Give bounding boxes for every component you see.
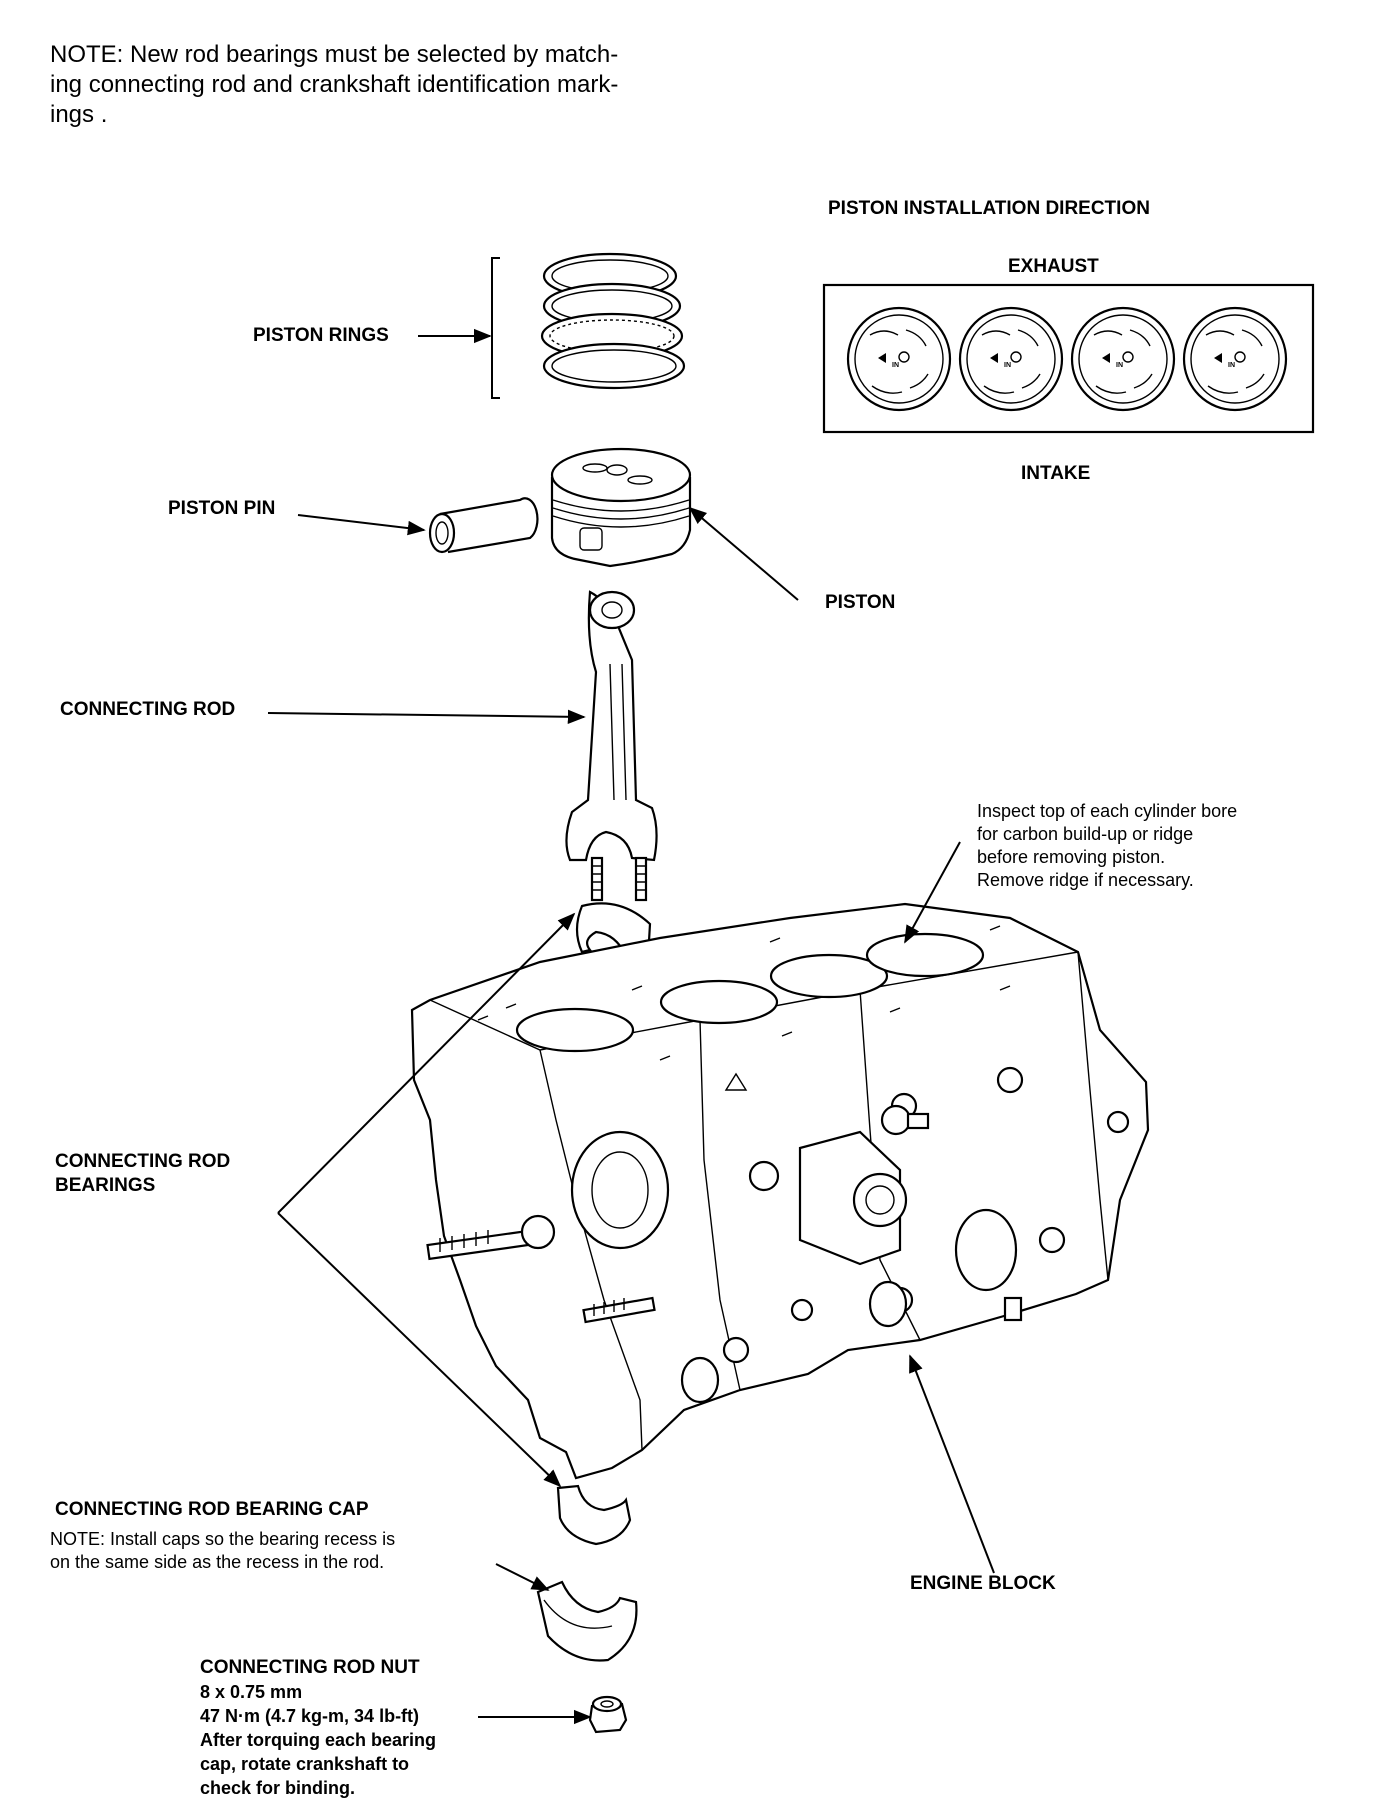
connecting-rod-bearings-label: CONNECTING ROD BEARINGS <box>55 1151 231 1196</box>
rod-nut-detail: 8 x 0.75 mm 47 N·m (4.7 kg-m, 34 lb-ft) … <box>200 1682 437 1798</box>
bearing-cap-label: CONNECTING ROD BEARING CAP <box>55 1499 369 1520</box>
intake-label: INTAKE <box>1021 463 1091 484</box>
piston-pin-illustration <box>428 497 539 554</box>
piston-direction-box <box>822 283 1315 434</box>
bearing-cap-illustration <box>536 1580 638 1662</box>
piston-rings-label: PISTON RINGS <box>253 325 389 346</box>
piston-top-view-4 <box>1182 306 1288 412</box>
lower-rod-bearing-illustration <box>556 1484 632 1546</box>
engine-block-label: ENGINE BLOCK <box>910 1573 1056 1594</box>
piston-mark-4: IN <box>1228 362 1235 369</box>
rod-nut-title: CONNECTING ROD NUT <box>200 1657 420 1678</box>
piston-mark-3: IN <box>1116 362 1123 369</box>
rod-nut-illustration <box>588 1695 628 1734</box>
piston-installation-direction-heading: PISTON INSTALLATION DIRECTION <box>828 198 1150 219</box>
piston-pin-label: PISTON PIN <box>168 498 276 519</box>
piston-label: PISTON <box>825 592 896 613</box>
piston-illustration <box>550 447 692 568</box>
top-note: NOTE: New rod bearings must be selected … <box>50 41 619 128</box>
piston-top-view-2 <box>958 306 1064 412</box>
connecting-rod-label: CONNECTING ROD <box>60 699 236 720</box>
piston-mark-1: IN <box>892 362 899 369</box>
inspect-bore-note: Inspect top of each cylinder bore for ca… <box>977 801 1238 890</box>
bearing-cap-note: NOTE: Install caps so the bearing recess… <box>50 1529 396 1572</box>
leader-lines <box>267 328 995 1725</box>
engine-block-illustration <box>410 902 1150 1480</box>
piston-mark-2: IN <box>1004 362 1011 369</box>
piston-top-view-1 <box>846 306 952 412</box>
piston-rings-illustration <box>491 252 686 399</box>
piston-top-view-3 <box>1070 306 1176 412</box>
exhaust-label: EXHAUST <box>1008 256 1099 277</box>
connecting-rod-illustration <box>565 590 658 902</box>
